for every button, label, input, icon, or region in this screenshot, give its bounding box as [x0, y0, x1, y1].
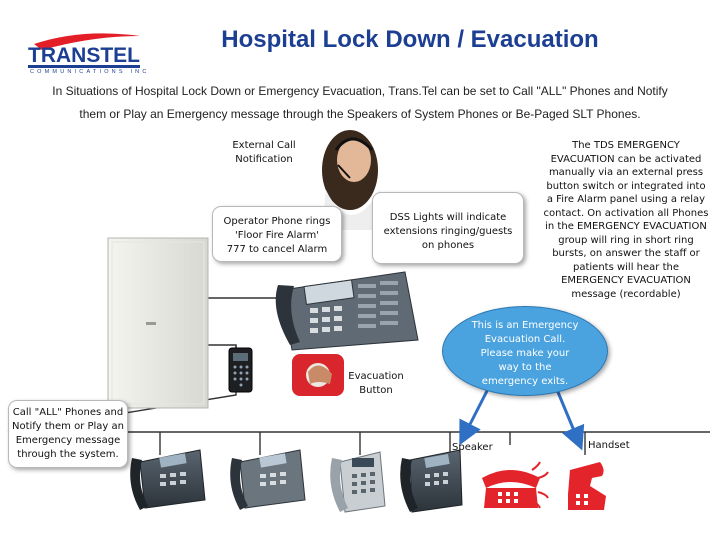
page-title: Hospital Lock Down / Evacuation [221, 26, 599, 53]
operator-phone-callout: Operator Phone rings 'Floor Fire Alarm' … [212, 206, 342, 262]
operator-console-phone-icon [275, 271, 419, 351]
operator-phone-line-3: 777 to cancel Alarm [226, 244, 328, 255]
tds-line-9: bursts, on answer the staff or [552, 248, 700, 259]
operator-phone-line-2: 'Floor Fire Alarm' [234, 230, 319, 241]
desk-phone-4-icon [400, 449, 463, 513]
tds-line-10: patients will hear the [573, 261, 679, 273]
desk-phone-2-icon [230, 449, 306, 510]
handset-label: Handset [588, 440, 630, 451]
evac-msg-line-2: Evacuation Call. [484, 334, 566, 345]
access-keypad-icon [228, 347, 253, 393]
evac-button-line-2: Button [359, 385, 393, 396]
tds-line-2: EVACUATION can be activated [550, 153, 702, 165]
logo-swoosh-icon [28, 33, 140, 68]
intro-text: In Situations of Hospital Lock Down or E… [20, 80, 700, 126]
dss-lights-line-2: extensions ringing/guests [383, 226, 513, 237]
evac-msg-line-4: way to the [498, 362, 552, 373]
dss-lights-line-1: DSS Lights will indicate [389, 212, 507, 223]
red-speaker-phone-icon [482, 470, 540, 508]
speaker-label: Speaker [452, 442, 493, 453]
pbx-cabinet-icon [107, 237, 209, 409]
call-all-line-4: through the system. [17, 449, 119, 460]
external-call-label: External Call Notification [222, 139, 306, 167]
call-all-callout: Call "ALL" Phones and Notify them or Pla… [8, 400, 128, 468]
evac-msg-line-5: emergency exits. [481, 376, 569, 387]
tds-line-12: message (recordable) [571, 288, 681, 300]
desk-phone-3-icon [330, 451, 386, 513]
external-call-line-2: Notification [235, 154, 293, 165]
logo-name: TransTel [28, 44, 140, 67]
dss-lights-line-3: on phones [421, 240, 475, 251]
message-arrows [459, 384, 585, 451]
intro-line-1: In Situations of Hospital Lock Down or E… [52, 84, 668, 98]
tds-line-6: contact. On activation all Phones [543, 207, 709, 219]
tds-line-11: EMERGENCY EVACUATION [561, 275, 691, 286]
call-all-line-2: Notify them or Play an [12, 421, 124, 432]
evac-msg-line-3: Please make your [480, 348, 570, 359]
evacuation-message-bubble: This is an Emergency Evacuation Call. Pl… [442, 306, 608, 396]
external-call-line-1: External Call [232, 140, 296, 151]
evacuation-button-icon [292, 354, 344, 396]
tds-line-8: group will ring in short ring [558, 234, 694, 246]
logo-tagline: COMMUNICATIONS INC [30, 69, 150, 75]
evacuation-button-label: Evacuation Button [340, 370, 412, 398]
call-all-line-3: Emergency message [15, 435, 121, 446]
operator-phone-line-1: Operator Phone rings [223, 216, 331, 227]
sound-waves-icon [531, 461, 549, 509]
desk-phone-1-icon [130, 449, 206, 510]
call-all-line-1: Call "ALL" Phones and [12, 407, 124, 418]
tds-line-5: a Fire Alarm panel using a relay [546, 194, 706, 205]
tds-line-3: manually via an external press [548, 167, 704, 178]
dss-lights-callout: DSS Lights will indicate extensions ring… [372, 192, 524, 264]
evac-button-line-1: Evacuation [348, 371, 404, 382]
intro-line-2: them or Play an Emergency message throug… [79, 107, 641, 121]
tds-line-7: in the EMERGENCY EVACUATION [545, 221, 707, 232]
tds-line-4: button switch or integrated into [546, 180, 706, 192]
evac-msg-line-1: This is an Emergency [471, 320, 579, 331]
transtel-logo: TransTel COMMUNICATIONS INC [22, 30, 152, 80]
tds-line-1: The TDS EMERGENCY [572, 140, 680, 151]
red-handset-phone-icon [568, 462, 606, 510]
tds-emergency-description: The TDS EMERGENCY EVACUATION can be acti… [536, 139, 716, 301]
